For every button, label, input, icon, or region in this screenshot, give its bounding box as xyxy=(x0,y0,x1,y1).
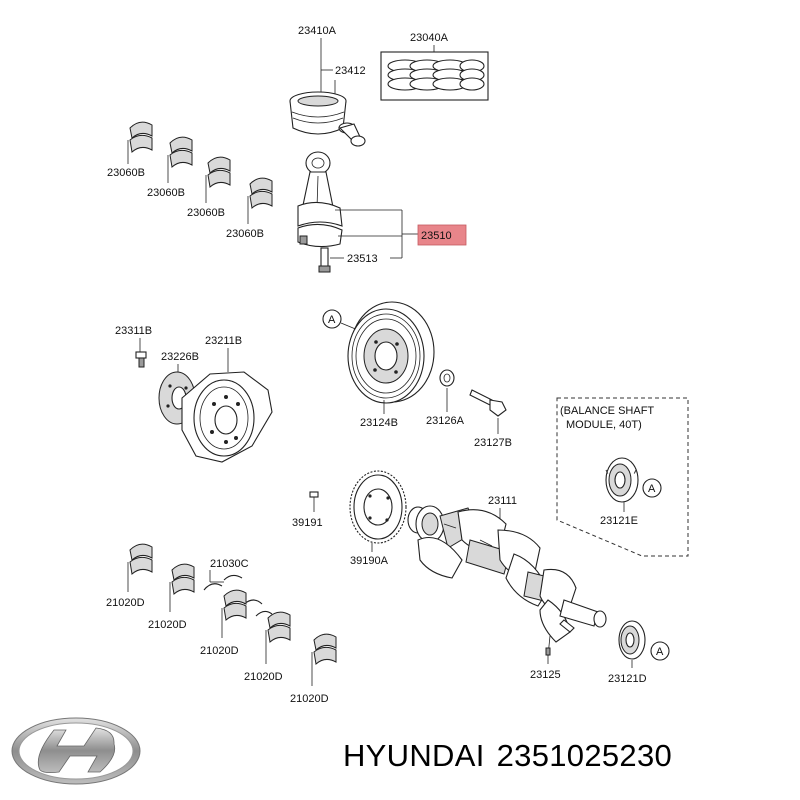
main-bearing-1: 21020D xyxy=(106,543,153,609)
ref-a-pulley xyxy=(322,309,342,329)
label-ref-a-2: A xyxy=(648,483,656,495)
brand-caption: HYUNDAI 2351025230 xyxy=(343,738,793,782)
sensor-ring-group: 39191 39190A xyxy=(292,470,407,567)
label-adapter-plate: 23226B xyxy=(161,351,199,363)
piston-ring-set: 23040A xyxy=(380,32,489,101)
label-balance-note-1: (BALANCE SHAFT xyxy=(560,405,654,417)
main-bearing-2: 21020D xyxy=(148,563,195,631)
label-damper-pulley: 23124B xyxy=(360,417,398,429)
crankshaft: 23111 xyxy=(407,495,607,643)
label-connecting-rod: 23510 xyxy=(421,230,452,242)
label-thrust-bearing: 21030C xyxy=(210,558,249,570)
label-main-bearing-5: 21020D xyxy=(290,693,329,705)
label-sensor-ring: 39190A xyxy=(350,555,389,567)
rod-bearing-3: 23060B xyxy=(187,156,231,219)
brand-name: HYUNDAI xyxy=(343,738,485,773)
main-bearing-4: 21020D xyxy=(244,611,291,683)
label-ref-a-1: A xyxy=(328,314,336,326)
part-number: 2351025230 xyxy=(496,738,673,773)
label-bearing-2: 23060B xyxy=(147,187,185,199)
label-flywheel-bolt: 23311B xyxy=(115,325,152,337)
rod-bearing-2: 23060B xyxy=(147,136,193,199)
rod-bearing-group: 23060B 23060B 23060B 23060B xyxy=(107,121,273,240)
label-ring-screw: 39191 xyxy=(292,517,323,529)
balance-shaft-box: (BALANCE SHAFT MODULE, 40T) A 23121E xyxy=(556,397,689,557)
damper-pulley-group: A 23124B 23126A 23127B xyxy=(322,301,512,449)
label-piston-assy: 23410A xyxy=(298,25,337,37)
highlight-box xyxy=(417,224,467,246)
ref-a-balance xyxy=(642,478,662,498)
label-piston-pin: 23412 xyxy=(335,65,366,77)
label-key: 23125 xyxy=(530,669,561,681)
label-balance-sprocket: 23121E xyxy=(600,515,638,527)
label-washer: 23126A xyxy=(426,415,465,427)
flywheel-group: 23311B 23211B 23226B xyxy=(115,325,273,463)
label-bearing-3: 23060B xyxy=(187,207,225,219)
rod-bearing-1: 23060B xyxy=(107,121,153,179)
ref-a-crank xyxy=(650,641,670,661)
label-crank-sprocket: 23121D xyxy=(608,673,647,685)
label-rod-bolt: 23513 xyxy=(347,253,378,265)
label-bearing-4: 23060B xyxy=(226,228,264,240)
piston-assembly: 23410A 23412 xyxy=(289,25,366,147)
label-pulley-bolt: 23127B xyxy=(474,437,512,449)
hyundai-logo xyxy=(11,717,141,785)
main-bearing-5: 21020D xyxy=(290,633,337,705)
ring-stack xyxy=(387,59,485,91)
label-balance-note-2: MODULE, 40T) xyxy=(566,419,642,431)
label-flywheel: 23211B xyxy=(205,335,242,347)
label-ring-set: 23040A xyxy=(410,32,449,44)
rod-bearing-4: 23060B xyxy=(226,177,273,240)
main-bearing-group: 21030C 21020D 21020D 21020D xyxy=(106,543,337,705)
main-bearing-3: 21020D xyxy=(200,589,247,657)
label-main-bearing-3: 21020D xyxy=(200,645,239,657)
label-main-bearing-2: 21020D xyxy=(148,619,187,631)
label-main-bearing-1: 21020D xyxy=(106,597,145,609)
crank-sprocket-group: 23125 A 23121D xyxy=(530,619,670,685)
label-ref-a-3: A xyxy=(656,646,664,658)
label-bearing-1: 23060B xyxy=(107,167,145,179)
label-main-bearing-4: 21020D xyxy=(244,671,283,683)
label-crankshaft: 23111 xyxy=(488,495,517,507)
connecting-rod: 23510 23513 xyxy=(297,151,467,273)
